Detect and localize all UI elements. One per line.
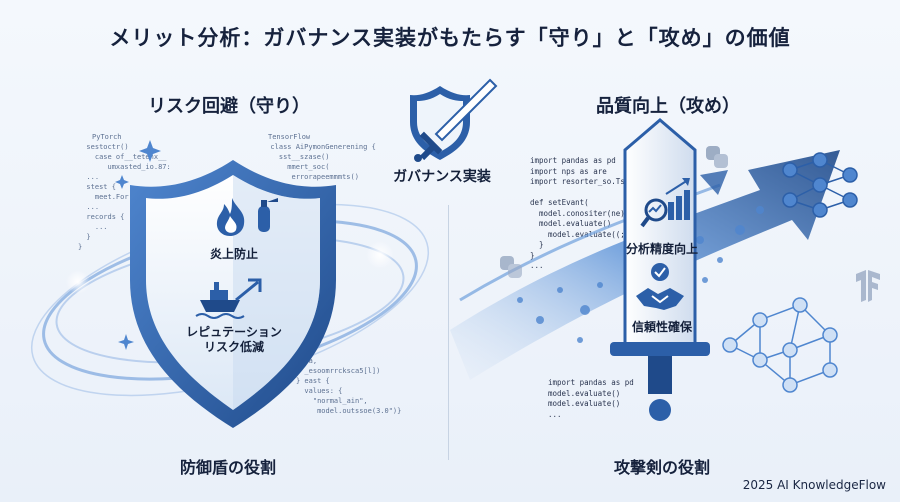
- code-tensorflow-title: TensorFlow: [268, 133, 311, 141]
- python-logo-icon: [706, 146, 728, 168]
- flame-icon: [216, 198, 245, 236]
- governance-emblem-icon: [410, 78, 498, 162]
- sword-icon: [610, 118, 710, 421]
- right-caption: 攻撃剣の役割: [614, 458, 711, 477]
- shield-icon: [130, 160, 336, 428]
- code-right-bottom: import pandas as pd model.evaluate() mod…: [548, 378, 634, 419]
- center-divider: [448, 205, 449, 460]
- rising-arrow-icon: [235, 278, 262, 302]
- code-pytorch-title: PyTorch: [92, 133, 122, 141]
- left-heading: リスク回避（守り）: [148, 96, 310, 117]
- code-right-top: import pandas as pd import nps as are im…: [530, 156, 625, 270]
- reputation-label-line1: レピュテーション: [186, 325, 282, 339]
- right-heading: 品質向上（攻め）: [596, 96, 740, 117]
- check-badge-icon: [651, 263, 669, 281]
- ship-icon: [195, 282, 245, 319]
- left-caption: 防御盾の役割: [180, 458, 277, 477]
- magnifier-chart-icon: [640, 178, 690, 228]
- neural-network-icon: [782, 152, 858, 218]
- trust-label: 信頼性確保: [631, 320, 692, 334]
- governance-label: ガバナンス実装: [393, 169, 491, 185]
- handshake-icon: [636, 288, 684, 310]
- python-logo-icon-2: [500, 256, 522, 278]
- tensorflow-logo-icon: [856, 270, 880, 302]
- code-pytorch: sestoctr() case of__tetenx__ umxasted_io…: [78, 143, 171, 251]
- footer-credit: 2025 AI KnowledgeFlow: [742, 478, 886, 492]
- reputation-label-line2: リスク低減: [203, 340, 264, 354]
- flame-prevention-label: 炎上防止: [209, 247, 258, 261]
- data-particles: [517, 206, 764, 343]
- sparkle-icons: [115, 140, 161, 350]
- extinguisher-icon: [258, 198, 278, 232]
- page-title: メリット分析：ガバナンス実装がもたらす「守り」と「攻め」の価値: [109, 26, 791, 50]
- network-graph-icon: [722, 297, 838, 393]
- accuracy-label: 分析精度向上: [625, 242, 698, 256]
- sparkle-glow: [366, 241, 394, 269]
- code-tensorflow: class AiPymonGenerening { sst__szase() m…: [270, 143, 376, 181]
